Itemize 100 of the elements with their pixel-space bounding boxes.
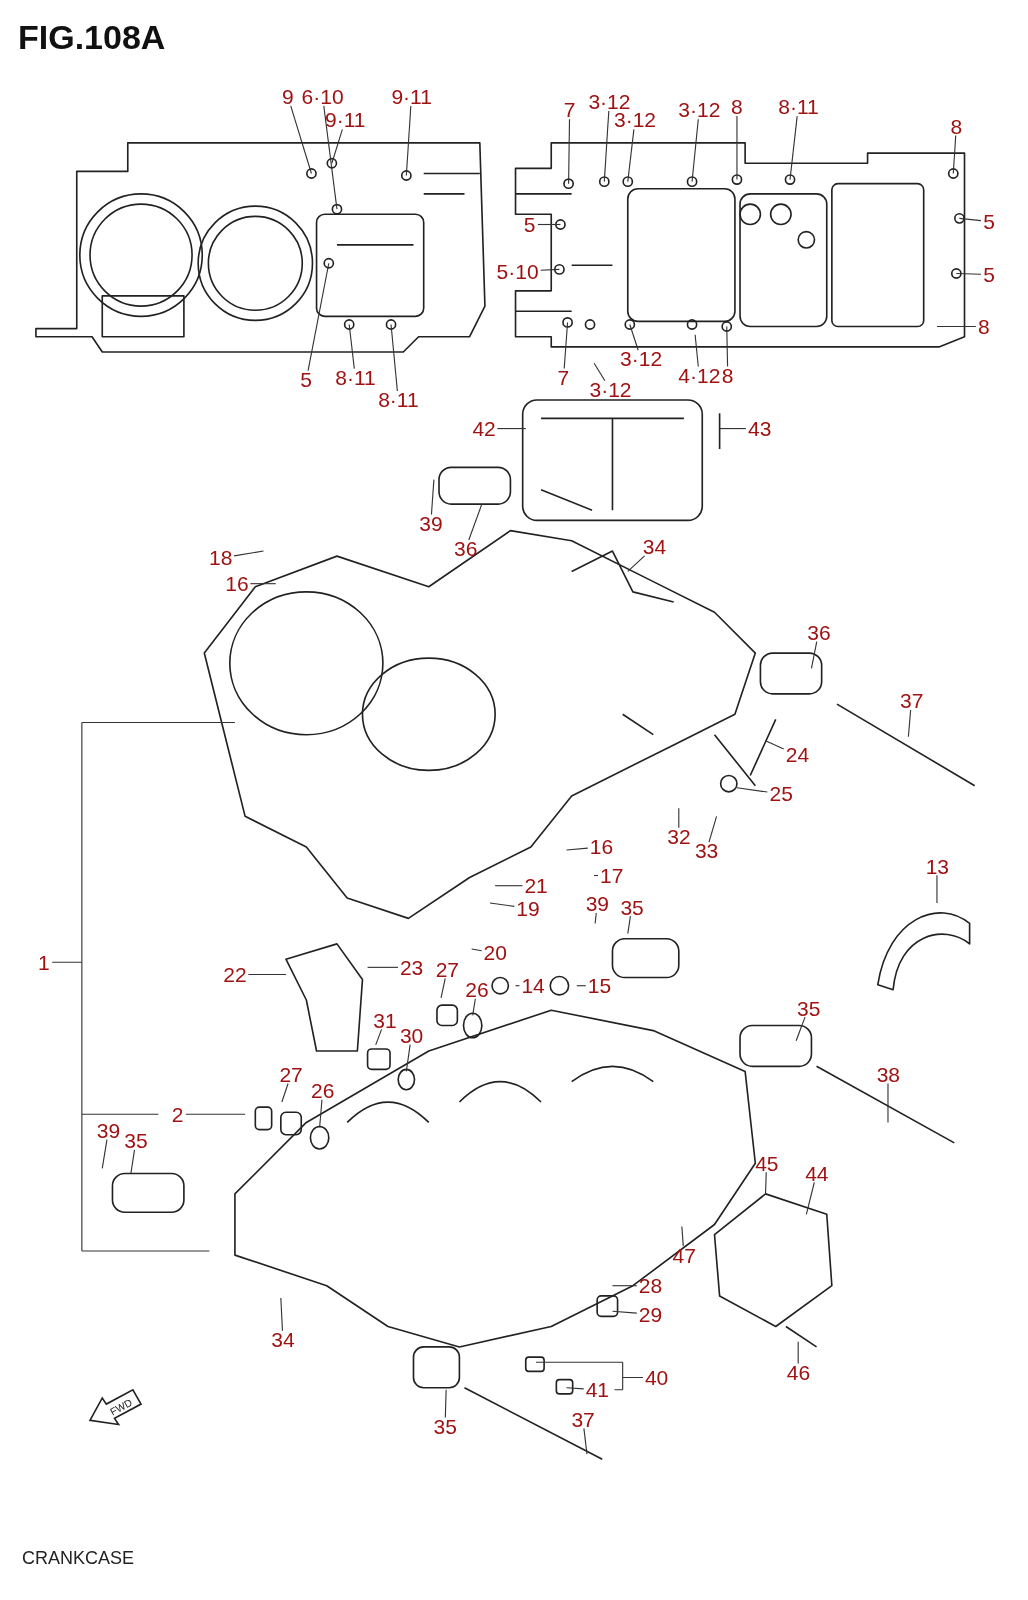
callout-number: 38 <box>875 1063 901 1086</box>
callout-number: 8 <box>949 115 964 138</box>
leader-line <box>307 262 330 372</box>
leader-line <box>795 1016 806 1042</box>
leader-line <box>691 118 699 183</box>
leader-line <box>319 1099 323 1129</box>
callout-number: 31 <box>372 1009 398 1032</box>
leader-line <box>348 323 355 370</box>
leader-line <box>375 1028 383 1046</box>
leader-line <box>629 323 639 351</box>
callout-number: 21 <box>523 875 549 898</box>
callout-number: 8·11 <box>334 366 377 389</box>
callout-number: 3·12 <box>588 378 633 401</box>
callout-number: 7 <box>562 99 577 122</box>
leader-line <box>405 1044 411 1072</box>
leader-line <box>535 1361 644 1391</box>
callout-number: 39 <box>584 893 611 916</box>
callout-number: 8 <box>730 96 744 119</box>
leader-line <box>708 815 718 843</box>
callout-number: 22 <box>222 963 248 986</box>
callout-number: 23 <box>398 956 425 979</box>
callout-number: 2 <box>170 1103 185 1126</box>
leader-line <box>130 1149 136 1175</box>
callout-number: 24 <box>784 744 811 767</box>
leader-line <box>323 105 338 210</box>
figure-caption: CRANKCASE <box>22 1548 135 1569</box>
callout-number: 37 <box>570 1409 596 1431</box>
leader-line <box>810 641 818 669</box>
leader-line <box>726 325 729 368</box>
callout-number: 30 <box>398 1025 425 1048</box>
callout-number: 36 <box>806 621 832 644</box>
leader-line <box>576 985 587 987</box>
leader-line <box>444 1389 447 1419</box>
leader-line <box>789 115 798 181</box>
callout-number: 45 <box>754 1152 780 1175</box>
callout-number: 26 <box>464 979 490 1002</box>
callout-number: 8·11 <box>377 389 420 412</box>
leader-line <box>627 915 631 935</box>
leader-line <box>51 721 236 1252</box>
callout-number: 36 <box>453 538 479 561</box>
callout-number: 15 <box>586 975 613 998</box>
callout-number: 16 <box>224 572 250 595</box>
callout-number: 27 <box>278 1063 304 1086</box>
leader-line <box>627 555 646 572</box>
callout-number: 29 <box>637 1303 664 1326</box>
leader-line <box>936 325 977 328</box>
leader-line <box>247 973 287 976</box>
leader-line <box>472 998 476 1016</box>
leader-line <box>764 740 785 750</box>
leader-line <box>907 709 912 738</box>
leader-line <box>611 1310 638 1314</box>
leader-line <box>593 362 606 382</box>
callout-number: 8·11 <box>777 96 820 119</box>
leader-line <box>540 268 560 271</box>
callout-number: 16 <box>588 836 615 859</box>
callout-number: 35 <box>432 1416 458 1439</box>
figure-title: FIG.108A <box>18 18 166 57</box>
callout-number: 32 <box>666 826 692 849</box>
leader-line <box>537 223 561 226</box>
leader-line <box>805 1181 815 1215</box>
leader-line <box>594 912 597 925</box>
callout-number: 33 <box>693 840 720 863</box>
callout-number: 20 <box>482 942 508 965</box>
leader-line <box>958 217 982 222</box>
leader-line <box>952 134 957 175</box>
leader-line <box>233 550 265 557</box>
callout-number: 44 <box>804 1162 830 1185</box>
callout-number: 43 <box>747 417 773 440</box>
callout-number: 6·10 <box>300 85 345 108</box>
direction-label: FWD <box>108 1396 134 1418</box>
callout-number: 25 <box>768 783 794 806</box>
leader-line <box>603 110 610 183</box>
callout-number: 37 <box>899 690 925 713</box>
callout-number: 34 <box>641 536 668 559</box>
leader-line <box>290 105 312 175</box>
callout-number: 18 <box>208 547 234 570</box>
callout-number: 42 <box>471 417 497 440</box>
leader-line <box>430 479 435 516</box>
callout-number: 47 <box>671 1244 697 1267</box>
callout-number: 8 <box>977 315 991 338</box>
leader-line <box>583 1427 588 1455</box>
callout-number: 35 <box>796 997 822 1020</box>
leader-line <box>678 807 680 829</box>
leader-line <box>101 1139 108 1169</box>
callout-number: 39 <box>95 1120 122 1143</box>
callout-number: 35 <box>619 896 645 919</box>
callout-number: 9·11 <box>390 85 433 108</box>
callout-number: 3·12 <box>619 348 664 371</box>
callout-number: 14 <box>520 975 546 998</box>
callout-number: 5 <box>982 210 996 233</box>
leader-line <box>797 1341 799 1365</box>
callout-number: 46 <box>785 1362 812 1385</box>
callout-number: 13 <box>924 855 950 878</box>
leader-line <box>496 428 527 430</box>
callout-number: 19 <box>515 897 541 920</box>
leader-line <box>440 977 446 999</box>
callout-number: 9·11 <box>324 109 367 132</box>
callout-number: 4·12 <box>677 364 722 387</box>
leader-line <box>471 948 483 952</box>
leader-line <box>468 503 483 541</box>
